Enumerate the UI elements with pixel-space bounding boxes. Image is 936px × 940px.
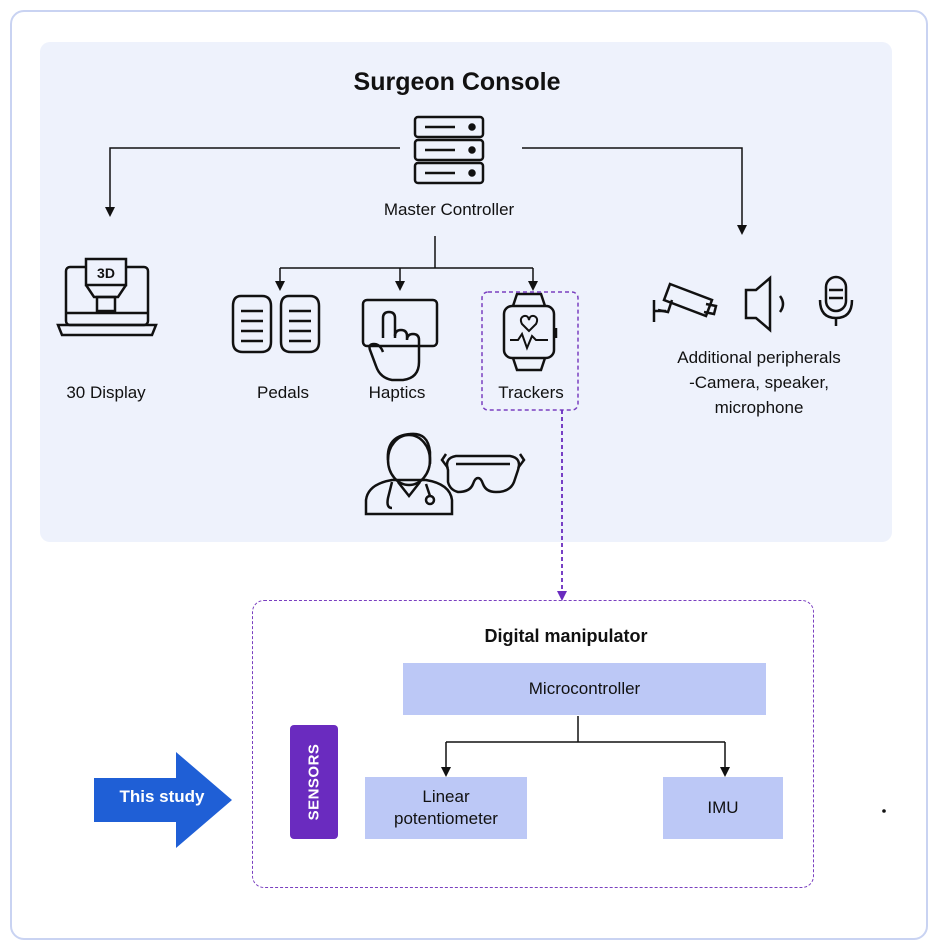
pedals-icon [231, 294, 321, 354]
doctor-icon [364, 432, 454, 516]
server-icon [413, 115, 485, 185]
imu-block: IMU [663, 777, 783, 839]
linear-potentiometer-block: Linear potentiometer [365, 777, 527, 839]
peripherals-label-line1: Additional peripherals [677, 348, 841, 367]
digital-manipulator-box [252, 600, 814, 888]
display-label: 30 Display [66, 383, 146, 402]
console-title: Surgeon Console [353, 68, 561, 96]
trackers-highlight-box [481, 291, 579, 411]
this-study-arrow [94, 752, 232, 848]
manipulator-title: Digital manipulator [484, 626, 648, 646]
peripherals-label-line3: microphone [714, 398, 804, 417]
display-icon-text: 3D [97, 265, 115, 281]
haptics-label: Haptics [368, 383, 426, 402]
pedals-label: Pedals [257, 383, 309, 402]
sensors-label: SENSORS [305, 743, 323, 821]
this-study-label: This study [119, 787, 205, 806]
linear-potentiometer-label-line1: Linear [422, 787, 470, 806]
manipulator-connectors [441, 716, 730, 777]
linear-potentiometer-label-line2: potentiometer [394, 809, 498, 828]
goggles-icon [440, 453, 526, 494]
imu-label: IMU [707, 798, 739, 817]
stray-dot [882, 809, 886, 813]
security-camera-icon [652, 282, 718, 322]
microphone-icon [818, 275, 854, 326]
microcontroller-label: Microcontroller [528, 679, 641, 698]
trackers-label: Trackers [498, 383, 564, 402]
laptop-3d-display-icon [56, 257, 158, 337]
master-controller-label: Master Controller [383, 200, 515, 219]
console-connectors [105, 147, 747, 291]
smartwatch-tracker-icon [502, 292, 558, 372]
peripherals-label-line2: -Camera, speaker, [689, 373, 829, 392]
speaker-icon [744, 275, 785, 333]
haptics-touch-icon [361, 298, 439, 382]
sensors-bar: SENSORS [290, 725, 338, 839]
surgeon-console-panel [40, 42, 892, 542]
microcontroller-block: Microcontroller [403, 663, 766, 715]
